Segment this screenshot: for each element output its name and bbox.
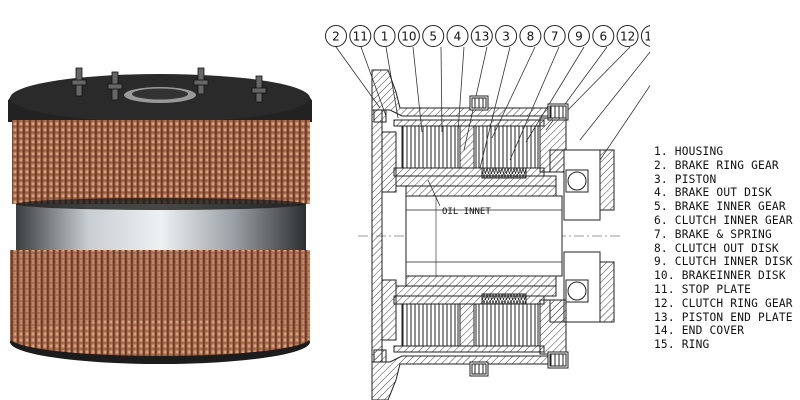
callout-circle-2 (325, 25, 347, 47)
callout-circle-4 (446, 25, 469, 47)
callout-number-4: 4 (454, 30, 462, 44)
disk-pack-top (393, 117, 567, 179)
hub-bottom (381, 251, 615, 341)
legend-item: 9. CLUTCH INNER DISK (654, 255, 793, 269)
housing-bottom (371, 349, 569, 400)
legend-item: 15. RING (654, 338, 710, 352)
callout-number-15: 15 (644, 30, 650, 44)
callout-circle-13 (470, 25, 493, 47)
oil-inlet-label: OIL INNET (442, 207, 491, 217)
cross-section-drawing: 211110541338796121514 (325, 25, 650, 400)
callout-number-11: 11 (353, 30, 368, 44)
bore (405, 195, 563, 277)
upper-disk-lines (12, 125, 310, 199)
callout-number-8: 8 (527, 30, 535, 44)
callout-circle-9 (568, 25, 590, 47)
callout-circles: 211110541338796121514 (325, 25, 650, 47)
callout-circle-15 (640, 25, 650, 47)
callout-circle-1 (373, 25, 396, 47)
legend-item: 13. PISTON END PLATE (654, 310, 793, 324)
legend-item: 10. BRAKEINNER DISK (654, 269, 786, 283)
legend-item: 4. BRAKE OUT DISK (654, 186, 772, 200)
callout-number-2: 2 (332, 30, 340, 44)
stud-bolts (71, 67, 267, 103)
callout-circle-7 (543, 25, 566, 47)
callout-number-6: 6 (599, 30, 607, 44)
middle-steel-ring (16, 204, 306, 250)
callout-number-12: 12 (620, 30, 635, 44)
callout-number-13: 13 (474, 30, 489, 44)
callout-number-3: 3 (502, 30, 510, 44)
callout-circle-10 (397, 25, 420, 47)
clutch-brake-photo (8, 67, 312, 364)
legend-item: 8. CLUTCH OUT DISK (654, 241, 779, 255)
callout-number-9: 9 (575, 30, 583, 44)
disk-pack-bottom (393, 293, 567, 355)
callout-circle-3 (495, 25, 518, 47)
callout-number-5: 5 (429, 30, 437, 44)
legend-item: 6. CLUTCH INNER GEAR (654, 213, 793, 227)
callout-number-10: 10 (401, 30, 416, 44)
legend-item: 3. PISTON (654, 172, 717, 186)
callout-circle-11 (349, 25, 372, 47)
left-flange (371, 109, 383, 363)
legend-item: 1. HOUSING (654, 145, 724, 158)
legend-item: 14. END COVER (654, 324, 745, 338)
callout-circle-8 (519, 25, 542, 47)
housing-top (371, 69, 569, 123)
legend-item: 7. BRAKE & SPRING (654, 227, 772, 241)
callout-circle-12 (616, 25, 639, 47)
callout-circle-6 (592, 25, 615, 47)
callout-circle-5 (422, 25, 445, 47)
legend-item: 11. STOP PLATE (654, 282, 752, 296)
callout-number-7: 7 (551, 30, 559, 44)
hub-top (381, 131, 615, 221)
legend-item: 5. BRAKE INNER GEAR (654, 200, 786, 214)
legend-item: 2. BRAKE RING GEAR (654, 158, 779, 172)
legend-item: 12. CLUTCH RING GEAR (654, 296, 793, 310)
callout-number-1: 1 (381, 30, 389, 44)
